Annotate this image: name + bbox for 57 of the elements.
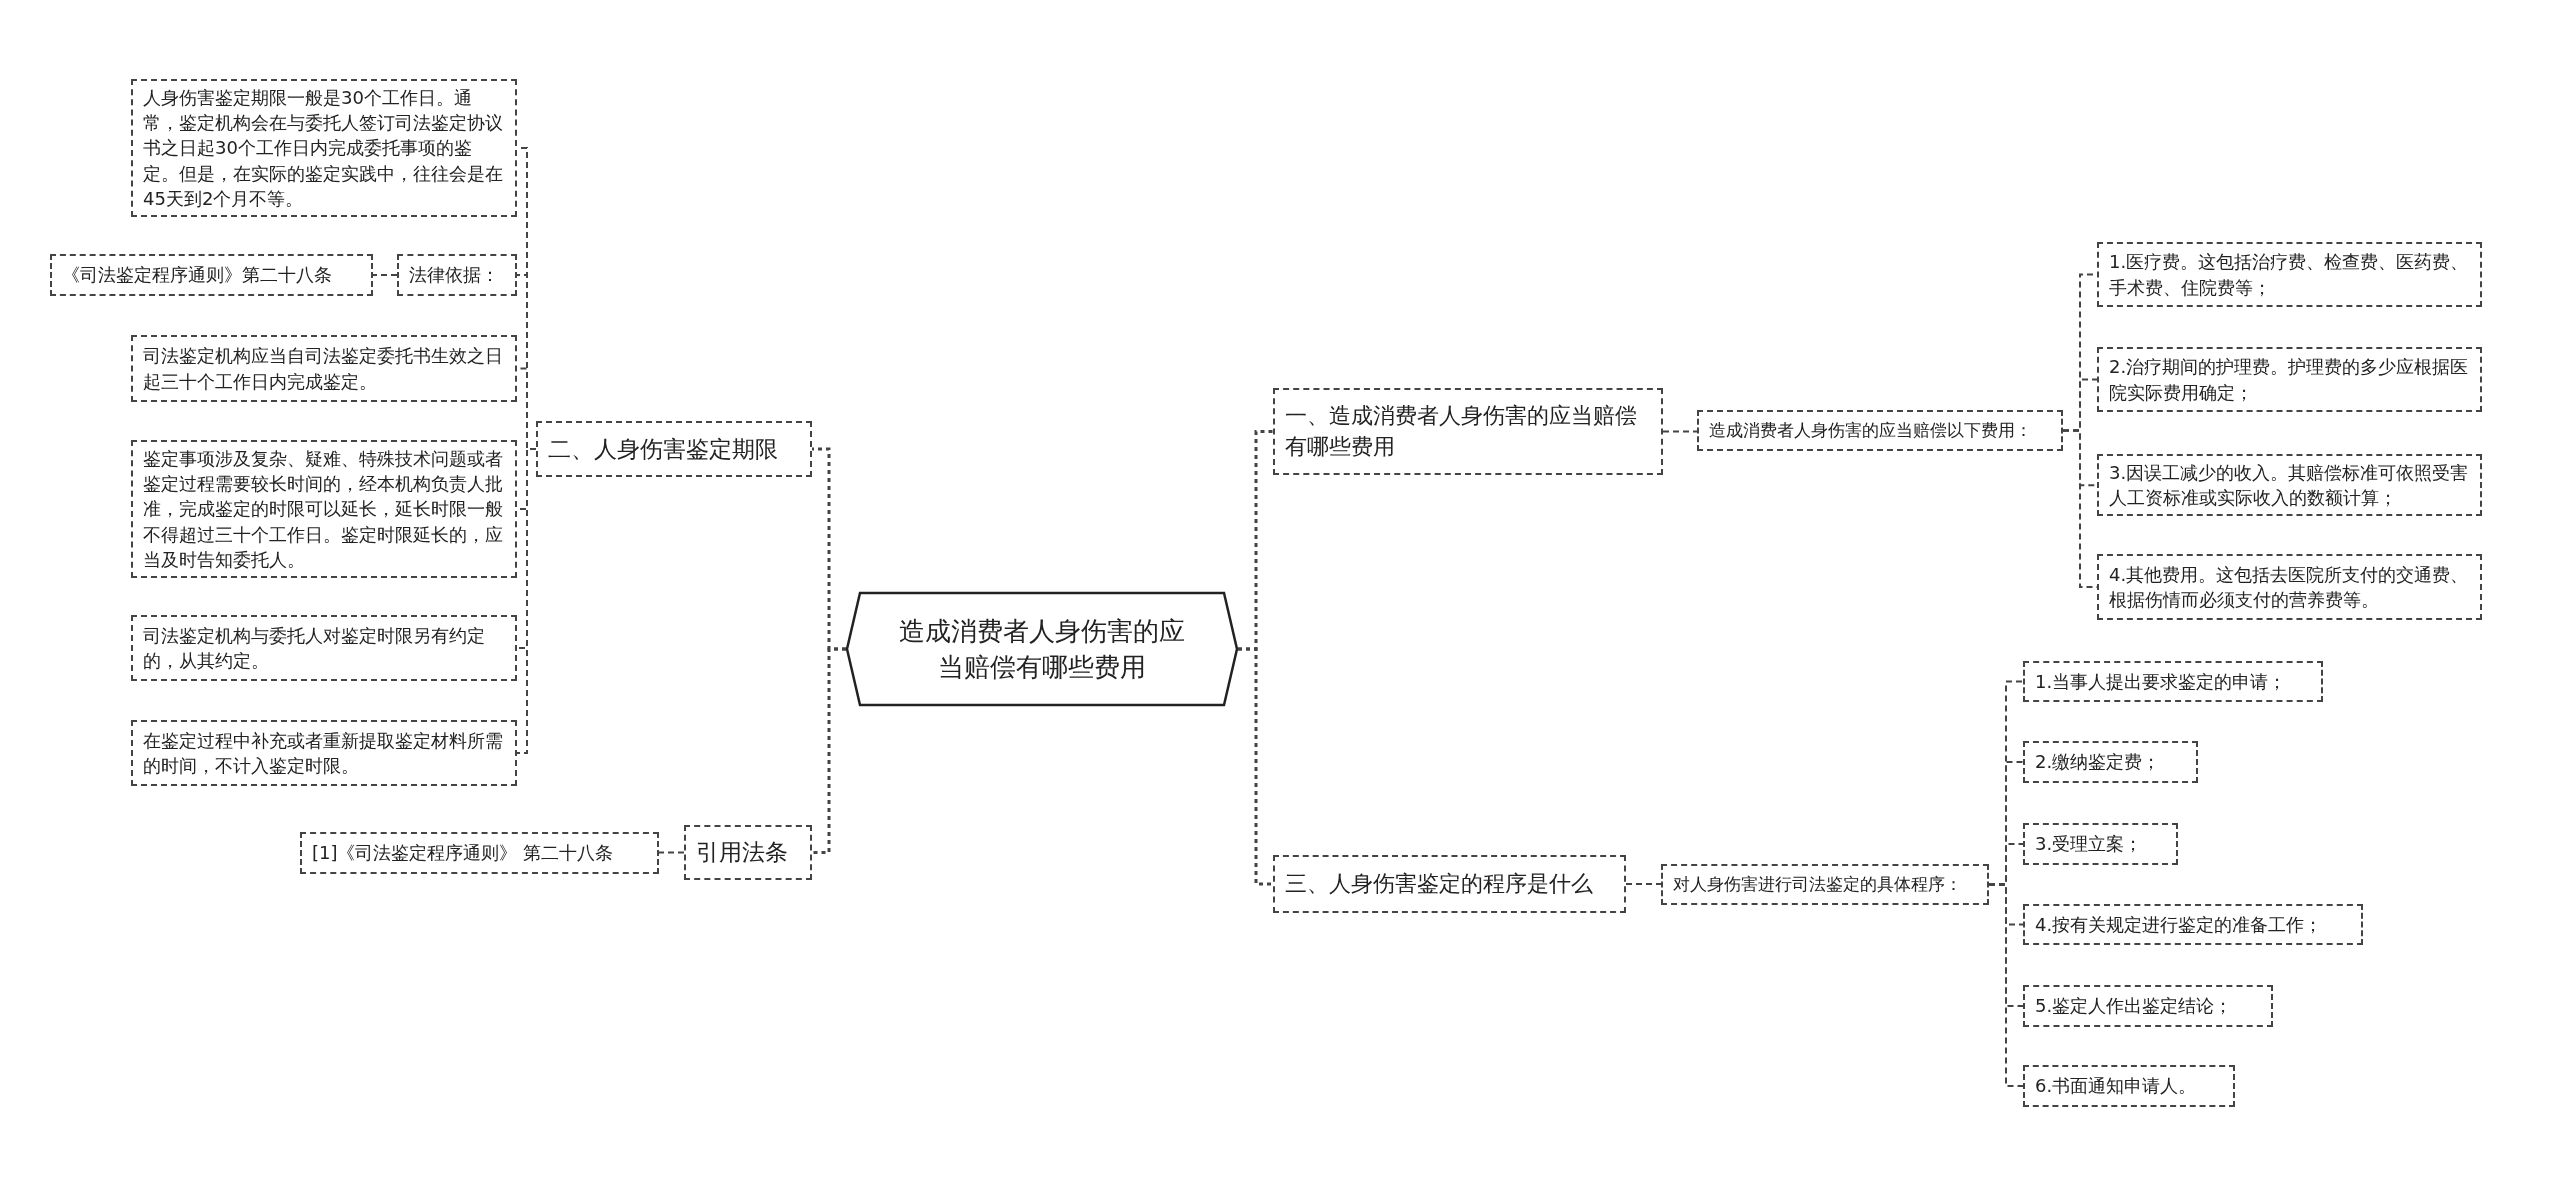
branch-title: 一、造成消费者人身伤害的应当赔偿有哪些费用	[1285, 401, 1638, 461]
note-text: 1.医疗费。这包括治疗费、检查费、医药费、手术费、住院费等；	[2109, 250, 2470, 300]
note-text: 造成消费者人身伤害的应当赔偿以下费用：	[1709, 418, 2032, 442]
connector-line	[1988, 883, 2024, 1087]
note-box	[2097, 554, 2482, 620]
note-text: 对人身伤害进行司法鉴定的具体程序：	[1673, 872, 1962, 896]
note-text: 法律依据：	[409, 263, 499, 288]
note-box	[131, 615, 517, 681]
note-text: 人身伤害鉴定期限一般是30个工作日。通常，鉴定机构会在与委托人签订司法鉴定协议书之日起30个工作日内完成委托事项的鉴定。但是，在实际的鉴定实践中，往往会是在45天到2个月不等。	[143, 86, 504, 211]
note-text: 在鉴定过程中补充或者重新提取鉴定材料所需的时间，不计入鉴定时限。	[143, 728, 504, 778]
connector-line	[1662, 430, 1698, 433]
topic-title: 造成消费者人身伤害的应当赔偿有哪些费用	[898, 614, 1186, 684]
branch-box	[684, 825, 812, 880]
note-box	[2023, 661, 2323, 702]
note-text: 《司法鉴定程序通则》第二十八条	[62, 263, 332, 288]
note-text: 4.其他费用。这包括去医院所支付的交通费、根据伤情而必须支付的营养费等。	[2109, 562, 2470, 612]
note-box	[1661, 864, 1989, 905]
branch-box	[536, 421, 812, 477]
note-text: 3.因误工减少的收入。其赔偿标准可依照受害人工资标准或实际收入的数额计算；	[2109, 461, 2470, 511]
note-text: 鉴定事项涉及复杂、疑难、特殊技术问题或者鉴定过程需要较长时间的，经本机构负责人批准，完成鉴定的时限可以延长，延长时限一般不得超过三十个工作日。鉴定时限延长的，应当及时告知委托人。	[143, 447, 504, 572]
note-box	[2023, 904, 2363, 945]
note-box	[2023, 823, 2178, 865]
note-box	[2097, 347, 2482, 412]
note-box	[300, 832, 659, 874]
note-text: 3.受理立案；	[2035, 832, 2143, 857]
note-text: 6.书面通知申请人。	[2035, 1074, 2197, 1099]
note-box	[2023, 1065, 2235, 1107]
note-box	[1697, 410, 2063, 451]
branch-title: 引用法条	[696, 838, 788, 868]
connector-line	[1238, 647, 1273, 886]
note-text: 2.治疗期间的护理费。护理费的多少应根据医院实际费用确定；	[2109, 355, 2470, 405]
note-text: 1.当事人提出要求鉴定的申请；	[2035, 669, 2287, 694]
note-box	[2097, 454, 2482, 517]
connector-line	[812, 647, 846, 854]
connector-line	[516, 448, 537, 754]
note-text: [1]《司法鉴定程序通则》 第二十八条	[312, 841, 614, 866]
note-box	[131, 720, 517, 786]
note-text: 司法鉴定机构与委托人对鉴定时限另有约定的，从其约定。	[143, 623, 486, 673]
note-text: 5.鉴定人作出鉴定结论；	[2035, 994, 2233, 1019]
note-text: 4.按有关规定进行鉴定的准备工作；	[2035, 912, 2323, 937]
branch-title: 三、人身伤害鉴定的程序是什么	[1285, 869, 1593, 898]
note-box	[2023, 985, 2273, 1027]
note-box	[131, 79, 517, 217]
branch-box	[1273, 388, 1663, 475]
note-box	[2097, 242, 2482, 307]
connector-line	[658, 851, 685, 854]
note-text: 2.缴纳鉴定费；	[2035, 750, 2161, 775]
note-text: 司法鉴定机构应当自司法鉴定委托书生效之日起三十个工作日内完成鉴定。	[143, 344, 504, 394]
connector-line	[372, 274, 398, 276]
connector-line	[1625, 883, 1662, 885]
note-box	[397, 254, 517, 296]
note-box	[2023, 741, 2198, 783]
note-box	[131, 335, 517, 402]
note-box	[50, 254, 373, 296]
branch-title: 二、人身伤害鉴定期限	[548, 434, 778, 464]
note-box	[131, 440, 517, 578]
branch-box	[1273, 855, 1626, 913]
